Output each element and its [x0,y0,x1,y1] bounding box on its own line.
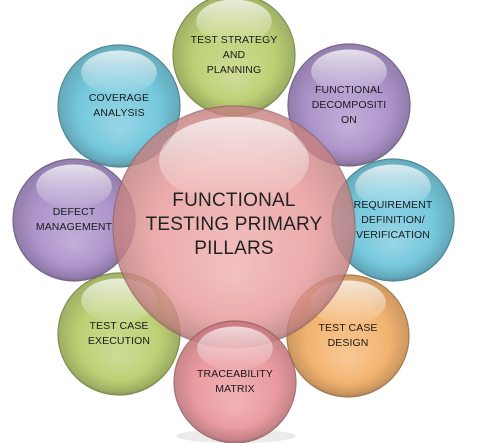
pillar-label-test-case-design: TEST CASE DESIGN [318,322,378,349]
center-title: FUNCTIONAL TESTING PRIMARY PILLARS [145,190,323,259]
pillar-bubble-functional-decomposition [287,43,411,167]
pillar-label-test-case-execution: TEST CASE EXECUTION [87,320,151,347]
pillar-bubble-coverage-analysis [57,44,181,168]
pillar-label-functional-decomposition: FUNCTIONAL DECOMPOSITI ON [311,83,387,126]
pillar-label-test-strategy: TEST STRATEGY AND PLANNING [190,33,278,76]
pillar-bubble-test-strategy [172,0,296,117]
pillar-label-traceability-matrix: TRACEABILITY MATRIX [197,368,273,395]
pillar-bubble-defect-management [12,158,136,282]
pillar-bubble-traceability-matrix [173,320,297,443]
pillar-label-coverage-analysis: COVERAGE ANALYSIS [88,92,150,119]
pillar-label-requirement-definition: REQUIREMENT DEFINITION/ VERIFICATION [353,198,433,241]
pillar-label-defect-management: DEFECT MANAGEMENT [35,206,113,233]
center-bubble [112,105,356,349]
